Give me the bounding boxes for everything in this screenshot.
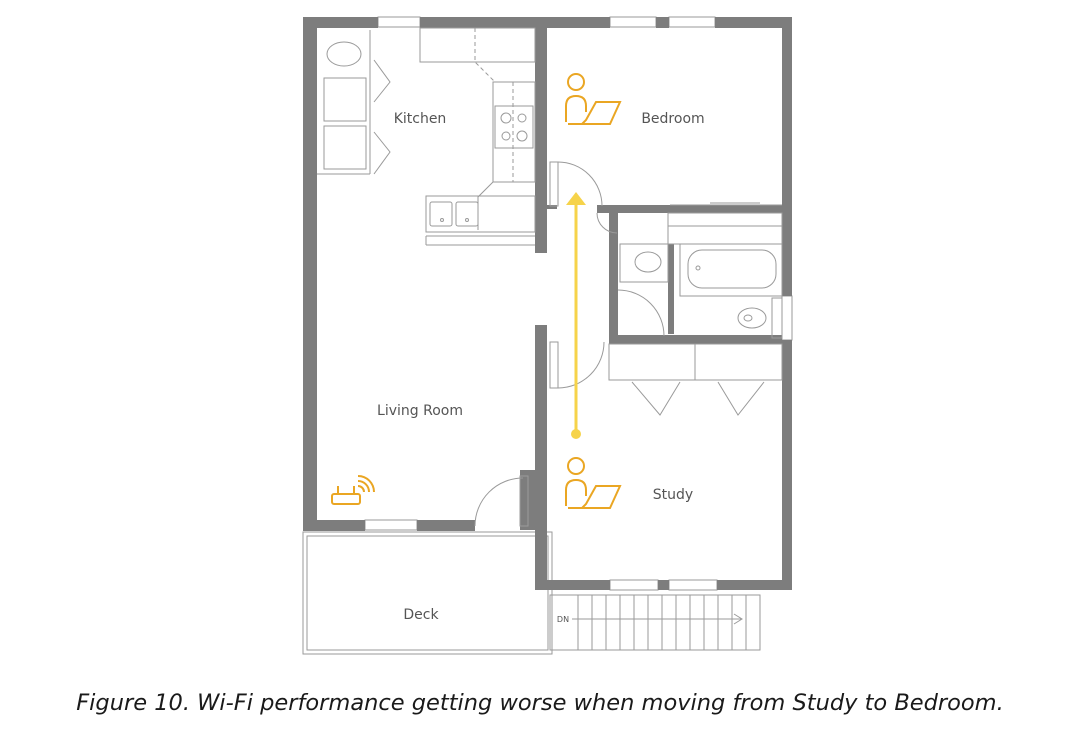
room-label-kitchen: Kitchen [394,111,447,127]
room-label-living-room: Living Room [377,403,463,419]
figure-caption: Figure 10. Wi-Fi performance getting wor… [76,690,1004,716]
kitchen-fixtures [317,27,536,246]
room-label-study: Study [653,487,693,503]
stairs [549,594,761,651]
windows [364,16,793,591]
walls [303,17,792,590]
user-laptop-icon [565,457,622,509]
floor-plan: Kitchen Bedroom Living Room Study Deck D… [302,16,793,655]
room-label-bedroom: Bedroom [641,111,704,127]
deck [302,531,553,655]
movement-arrow [566,192,586,439]
room-label-deck: Deck [403,607,439,623]
doors [474,161,665,527]
bath-fixtures [608,202,783,416]
stairs-label: DN [557,615,569,624]
user-laptop-icon [565,73,622,125]
wifi-router-icon [331,475,375,505]
